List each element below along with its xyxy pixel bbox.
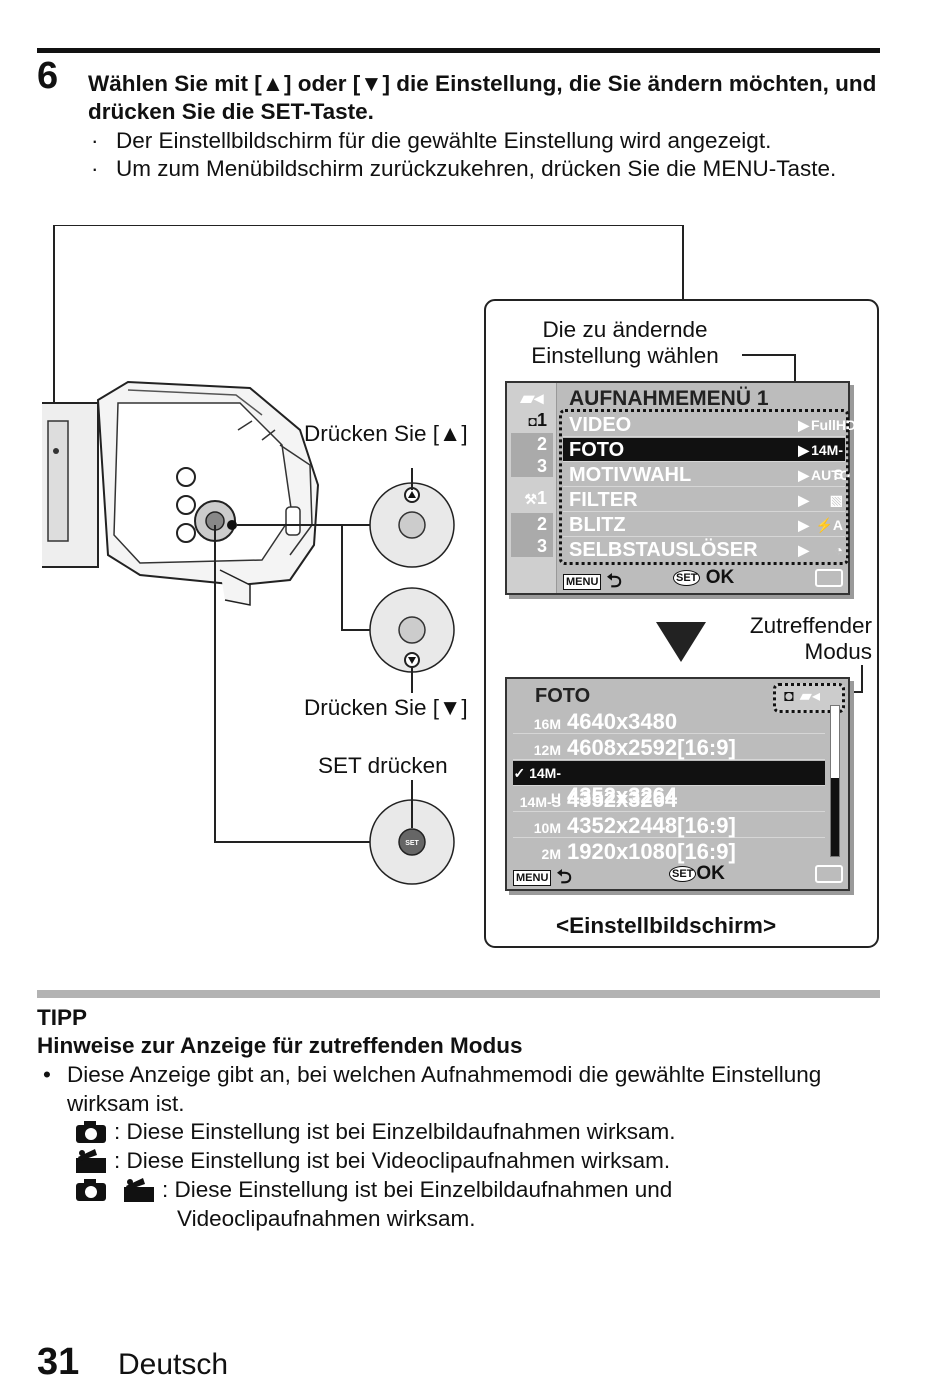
menu-item[interactable]: FILTER▶▧ bbox=[563, 488, 845, 512]
video-icon bbox=[76, 1149, 106, 1173]
side-tab: 2 bbox=[511, 433, 553, 455]
scrollbar[interactable] bbox=[830, 705, 840, 857]
settings-footer-back: MENU ⮌ bbox=[513, 863, 572, 895]
scrollbar-thumb[interactable] bbox=[831, 778, 839, 856]
page-number: 31 bbox=[37, 1341, 80, 1382]
side-tab: 3 bbox=[511, 455, 553, 477]
menu-title: AUFNAHMEMENÜ 1 bbox=[569, 387, 769, 410]
check-icon: ✓ bbox=[513, 765, 526, 781]
camera-icon bbox=[76, 1121, 106, 1143]
tip-subheading: Hinweise zur Anzeige für zutreffenden Mo… bbox=[37, 1033, 523, 1058]
up-button-illustration bbox=[369, 468, 455, 568]
connector-line bbox=[341, 525, 372, 631]
label-select: Die zu ändernde Einstellung wählen bbox=[531, 317, 719, 368]
svg-text:SET: SET bbox=[405, 840, 419, 847]
legend-line: : Diese Einstellung ist bei Einzelbildau… bbox=[162, 1177, 673, 1231]
tip-rule bbox=[37, 990, 880, 998]
label-down: Drücken Sie [▼] bbox=[304, 695, 468, 720]
battery-icon bbox=[815, 865, 843, 883]
battery-icon bbox=[815, 569, 843, 587]
set-button-illustration: SET bbox=[369, 780, 455, 885]
legend-line: : Diese Einstellung ist bei Videoclipauf… bbox=[114, 1148, 671, 1173]
settings-title: FOTO bbox=[535, 685, 591, 707]
side-tab: 2 bbox=[511, 513, 553, 535]
connector-line bbox=[54, 225, 684, 300]
top-rule bbox=[37, 48, 880, 53]
legend-line: : Diese Einstellung ist bei Einzelbildau… bbox=[114, 1119, 676, 1144]
side-tab: 3 bbox=[511, 535, 553, 557]
menu-item[interactable]: BLITZ▶⚡A bbox=[563, 513, 845, 537]
caption: <Einstellbildschirm> bbox=[556, 913, 777, 938]
step-bullet: ·Der Einstellbildschirm für die gewählte… bbox=[91, 128, 772, 153]
step-bullets: ·Der Einstellbildschirm für die gewählte… bbox=[88, 127, 868, 183]
connector-line bbox=[214, 525, 372, 843]
menu-footer-back: MENU ⮌ bbox=[563, 567, 622, 599]
page-language: Deutsch bbox=[118, 1348, 229, 1381]
arrow-down-icon bbox=[656, 622, 706, 662]
label-set: SET drücken bbox=[318, 753, 448, 778]
video-icon bbox=[124, 1178, 154, 1202]
step-bullet: ·Um zum Menübildschirm zurückzukehren, d… bbox=[91, 156, 837, 181]
camera-icon: ◘ bbox=[784, 688, 794, 705]
camera-icon bbox=[76, 1179, 106, 1201]
label-mode: Zutreffender Modus bbox=[749, 613, 872, 664]
tip-heading: TIPP bbox=[37, 1005, 88, 1030]
connector-line bbox=[848, 665, 863, 693]
wrench-tab: ⚒1 bbox=[524, 488, 547, 508]
tip-bullet: •Diese Anzeige gibt an, bei welchen Aufn… bbox=[43, 1062, 822, 1116]
screens-panel bbox=[484, 299, 879, 948]
side-tab: ◘1 bbox=[528, 410, 547, 430]
diagram: SET Die zu ändernde Einstellung wählen D… bbox=[0, 225, 950, 965]
step-title: Wählen Sie mit [▲] oder [▼] die Einstell… bbox=[88, 71, 877, 124]
video-icon: ▰◂ bbox=[799, 688, 821, 705]
joystick-dot bbox=[227, 520, 237, 530]
mode-indicator: ◘ ▰◂ bbox=[773, 683, 845, 713]
menu-footer-ok: SET OK bbox=[673, 567, 734, 589]
menu-item[interactable]: VIDEO▶FullHD bbox=[563, 413, 856, 437]
camcorder-illustration bbox=[42, 380, 320, 606]
diagram-drawing: SET bbox=[42, 225, 879, 948]
menu-item[interactable]: SELBSTAUSLÖSER▶◔ bbox=[569, 539, 843, 561]
menu-item-selected[interactable]: FOTO▶14M-S bbox=[563, 438, 845, 482]
menu-side-tabs: ▰◂ ◘1 2 3 ⚒1 2 3 bbox=[507, 383, 557, 593]
selection-highlight bbox=[559, 409, 849, 565]
menu-item[interactable]: MOTIVWAHL▶AUTO bbox=[563, 463, 850, 487]
down-button-illustration bbox=[369, 587, 455, 693]
video-icon: ▰◂ bbox=[520, 388, 544, 408]
step-number: 6 bbox=[37, 55, 59, 97]
menu-screen: ▰◂ ◘1 2 3 ⚒1 2 3 AUFNAHMEMENÜ 1 VIDEO▶Fu… bbox=[505, 381, 856, 595]
label-up: Drücken Sie [▲] bbox=[304, 421, 468, 446]
